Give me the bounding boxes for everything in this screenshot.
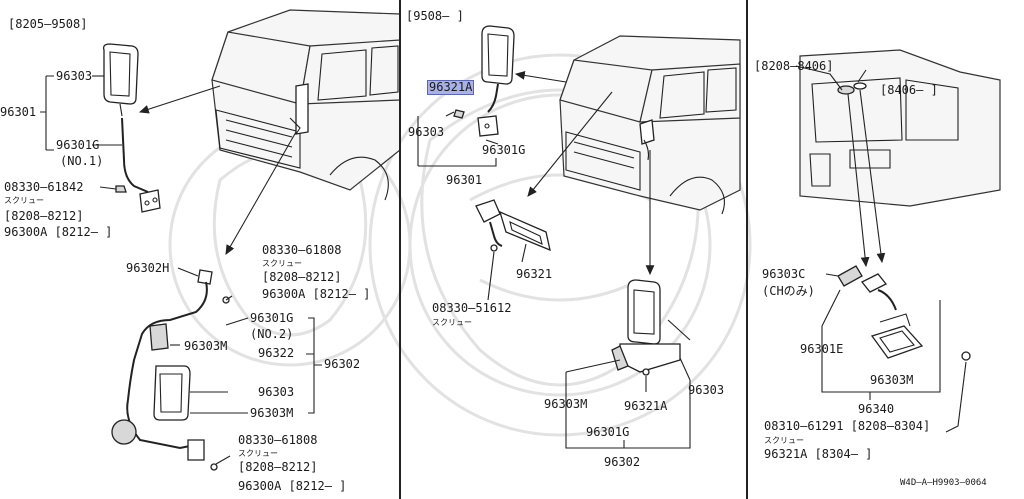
part-label-ch-only: (CHのみ) — [762, 284, 815, 298]
screw-label-08330-51612[interactable]: 08330–51612 — [432, 301, 512, 315]
screw-jp-label-2: スクリュー — [262, 259, 302, 268]
screw-jp-label-3: スクリュー — [238, 449, 278, 458]
range-label-left: [8205–9508] — [8, 17, 88, 31]
part-label-96300a[interactable]: 96300A [8212– ] — [4, 225, 113, 239]
screw-jp-label-mid: スクリュー — [432, 318, 472, 327]
part-label-96302[interactable]: 96302 — [324, 357, 361, 371]
range-label-middle: [9508– ] — [406, 9, 464, 23]
part-label-no2: (NO.2) — [250, 327, 294, 341]
part-label-96321[interactable]: 96321 — [516, 267, 553, 281]
range-label-8406: [8406– ] — [880, 83, 938, 97]
part-label-96301-mid[interactable]: 96301 — [446, 173, 483, 187]
panel-divider-1 — [399, 0, 401, 499]
part-label-96301g-mid-2[interactable]: 96301G — [586, 425, 630, 439]
part-label-96303m-right[interactable]: 96303M — [870, 373, 914, 387]
part-label-96303[interactable]: 96303 — [56, 69, 93, 83]
van-rear-right — [799, 49, 1001, 207]
part-label-96302-mid[interactable]: 96302 — [604, 455, 641, 469]
van-front-middle — [559, 35, 741, 215]
courtesy-lamp-assembly — [837, 265, 971, 361]
screw-label-08330-61808[interactable]: 08330–61808 — [262, 243, 342, 257]
part-label-96300a-2[interactable]: 96300A [8212– ] — [262, 287, 371, 301]
side-mirror-assembly-middle — [611, 279, 691, 376]
screw-jp-label-right: スクリュー — [764, 436, 804, 445]
part-label-96321a-mid[interactable]: 96321A — [624, 399, 668, 413]
part-label-96301g-mid[interactable]: 96301G — [482, 143, 526, 157]
part-label-96321a-highlighted[interactable]: 96321A — [426, 80, 475, 95]
screw-jp-label: スクリュー — [4, 196, 44, 205]
screw-label-08330-61808-2[interactable]: 08330–61808 — [238, 433, 318, 447]
part-label-96302h[interactable]: 96302H — [126, 261, 170, 275]
under-mirror-assembly — [111, 269, 230, 471]
part-label-96303m-mid[interactable]: 96303M — [544, 397, 588, 411]
part-label-no1: (NO.1) — [60, 154, 104, 168]
part-label-96321a-right[interactable]: 96321A [8304– ] — [764, 447, 873, 461]
part-label-96303c[interactable]: 96303C — [762, 267, 806, 281]
part-label-96300a-3[interactable]: 96300A [8212– ] — [238, 479, 347, 493]
range-label-8208-8212-3: [8208–8212] — [238, 460, 318, 474]
panel-divider-2 — [746, 0, 748, 499]
stay-96301g-left — [115, 117, 161, 213]
under-mirror-96321 — [475, 199, 551, 263]
range-label-8208-8212-2: [8208–8212] — [262, 270, 342, 284]
mirror-96303-left — [102, 43, 139, 117]
part-label-96301e[interactable]: 96301E — [800, 342, 844, 356]
part-label-96303m[interactable]: 96303M — [184, 339, 228, 353]
range-label-8208-8406: [8208–8406] — [754, 59, 834, 73]
part-label-96303-mid-b[interactable]: 96303 — [688, 383, 725, 397]
van-front-left — [211, 9, 401, 201]
screw-label-08310-61291[interactable]: 08310–61291 [8208–8304] — [764, 419, 931, 433]
mirror-96303-middle — [453, 25, 515, 137]
part-label-96303m-2[interactable]: 96303M — [250, 406, 294, 420]
part-label-96322[interactable]: 96322 — [258, 346, 295, 360]
footer-code: W4D–A–H9903–0064 — [900, 478, 987, 488]
range-label-8208-8212: [8208–8212] — [4, 209, 84, 223]
screw-label-08330-61842[interactable]: 08330–61842 — [4, 180, 84, 194]
part-label-96301g[interactable]: 96301G — [56, 138, 100, 152]
part-label-96301g-2[interactable]: 96301G — [250, 311, 294, 325]
part-label-96303-b[interactable]: 96303 — [258, 385, 295, 399]
part-label-96303-mid[interactable]: 96303 — [408, 125, 445, 139]
part-label-96340[interactable]: 96340 — [858, 402, 895, 416]
part-label-96301[interactable]: 96301 — [0, 105, 37, 119]
